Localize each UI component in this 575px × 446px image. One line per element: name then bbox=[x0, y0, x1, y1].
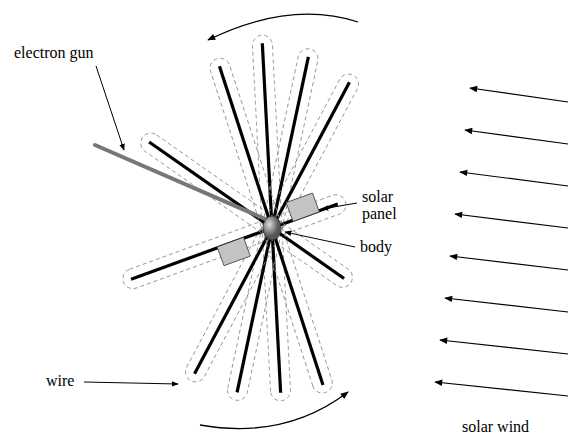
wire-group bbox=[120, 35, 362, 402]
wind-arrow bbox=[445, 298, 568, 312]
wind-arrow bbox=[435, 382, 568, 396]
wire-sheath bbox=[207, 56, 334, 396]
part-label: electron gun bbox=[14, 44, 94, 61]
leader-line bbox=[96, 66, 124, 150]
wind-arrow bbox=[450, 256, 568, 270]
part-label: wire bbox=[46, 372, 74, 389]
leader-line bbox=[285, 232, 355, 247]
leader-line bbox=[84, 382, 178, 384]
leader-line bbox=[322, 203, 357, 209]
wire-sheath bbox=[182, 71, 362, 386]
part-label: solar panel bbox=[362, 188, 397, 222]
electron-gun bbox=[95, 145, 272, 222]
solar-wind-arrows bbox=[435, 88, 568, 396]
rotation-arrow bbox=[208, 14, 358, 40]
part-label: body bbox=[360, 238, 392, 255]
wind-arrow bbox=[470, 88, 568, 102]
wind-arrow bbox=[440, 340, 568, 354]
leader-lines bbox=[84, 66, 357, 384]
flow-label: solar wind bbox=[462, 418, 529, 435]
wire-line bbox=[219, 66, 323, 385]
solar-panel bbox=[217, 237, 250, 265]
solar-panel bbox=[286, 193, 319, 221]
spacecraft-body bbox=[263, 216, 281, 240]
wire-line bbox=[195, 82, 350, 373]
wind-arrow bbox=[465, 130, 568, 144]
wire-line bbox=[237, 57, 308, 393]
rotation-arrow bbox=[200, 392, 348, 429]
wire-sheath bbox=[226, 47, 320, 402]
wind-arrow bbox=[455, 214, 568, 228]
wind-arrow bbox=[460, 172, 568, 186]
